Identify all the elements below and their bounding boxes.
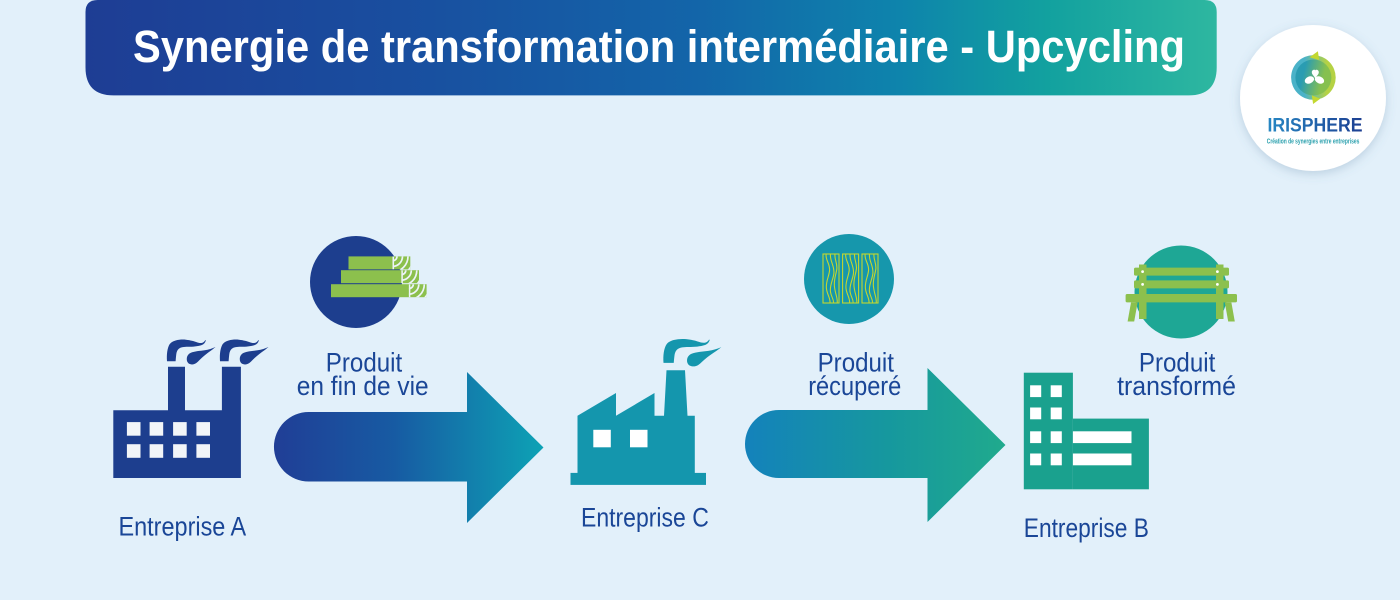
svg-text:Création de synergies entre en: Création de synergies entre entreprises bbox=[1267, 138, 1360, 145]
svg-text:Synergie de transformation int: Synergie de transformation intermédiaire… bbox=[133, 21, 1185, 72]
svg-text:Produit: Produit bbox=[1139, 348, 1216, 378]
svg-text:Entreprise A: Entreprise A bbox=[119, 512, 247, 542]
svg-text:IRISPHERE: IRISPHERE bbox=[1268, 115, 1363, 136]
svg-text:récuperé: récuperé bbox=[808, 371, 901, 401]
svg-text:transformé: transformé bbox=[1117, 371, 1236, 401]
svg-text:Entreprise C: Entreprise C bbox=[581, 503, 709, 533]
svg-text:Entreprise B: Entreprise B bbox=[1024, 513, 1149, 543]
svg-text:Produit: Produit bbox=[818, 348, 895, 378]
svg-text:Produit: Produit bbox=[326, 348, 403, 378]
svg-text:en fin de vie: en fin de vie bbox=[297, 371, 429, 401]
